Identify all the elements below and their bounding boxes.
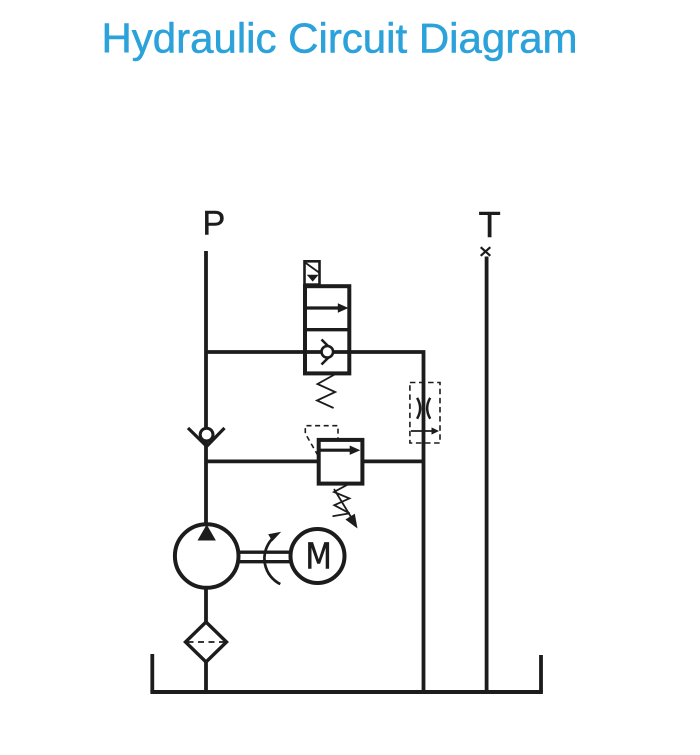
svg-text:P: P (202, 204, 225, 242)
svg-text:Hydraulic Circuit Diagram: Hydraulic Circuit Diagram (101, 14, 577, 61)
svg-text:T: T (478, 204, 500, 245)
